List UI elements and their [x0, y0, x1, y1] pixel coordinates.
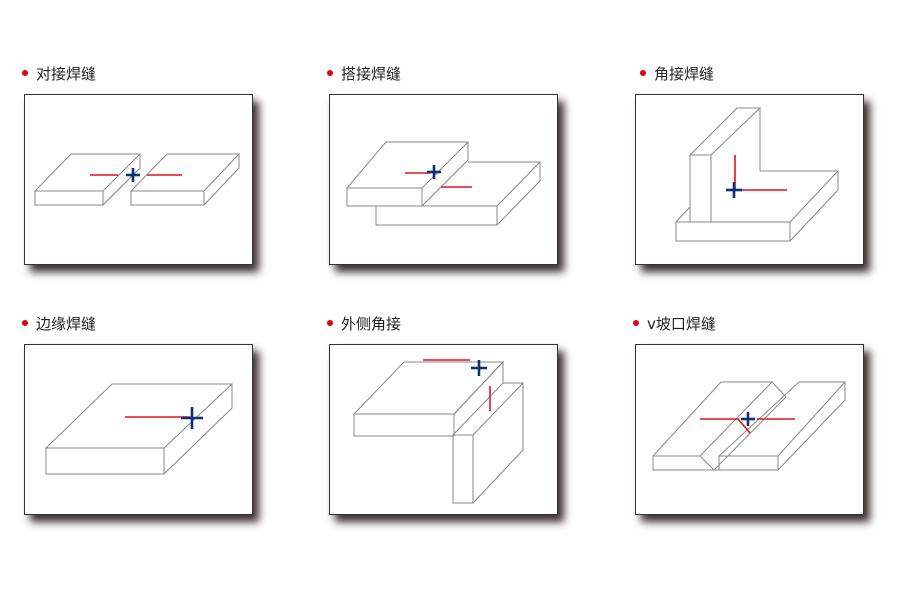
bullet-icon [327, 69, 333, 76]
label-text: v坡口焊缝 [647, 315, 716, 333]
label-text: 对接焊缝 [36, 65, 97, 83]
bullet-icon [22, 319, 28, 326]
label-text: 外侧角接 [341, 315, 402, 333]
label-v-groove-weld: v坡口焊缝 [633, 313, 716, 334]
panel-outside-corner [329, 344, 558, 515]
butt-weld-diagram [33, 153, 241, 206]
panel-v-groove-weld [635, 344, 864, 515]
panel-edge-weld [24, 344, 253, 515]
panel-lap-weld [329, 94, 558, 265]
v-groove-diagram [652, 381, 847, 471]
corner-weld-diagram [675, 107, 840, 242]
label-outside-corner: 外侧角接 [327, 313, 401, 334]
lap-weld-diagram [345, 141, 541, 226]
bullet-icon [22, 69, 28, 76]
label-text: 角接焊缝 [654, 65, 715, 83]
label-text: 搭接焊缝 [341, 65, 402, 83]
bullet-icon [640, 69, 646, 76]
bullet-icon [633, 319, 639, 326]
outside-corner-diagram [352, 359, 525, 504]
label-lap-weld: 搭接焊缝 [327, 63, 401, 84]
bullet-icon [327, 319, 333, 326]
edge-weld-diagram [44, 383, 234, 475]
label-edge-weld: 边缘焊缝 [22, 313, 96, 334]
label-butt-weld: 对接焊缝 [22, 63, 96, 84]
label-text: 边缘焊缝 [36, 315, 97, 333]
label-corner-weld: 角接焊缝 [640, 63, 714, 84]
panel-corner-weld [635, 94, 864, 265]
